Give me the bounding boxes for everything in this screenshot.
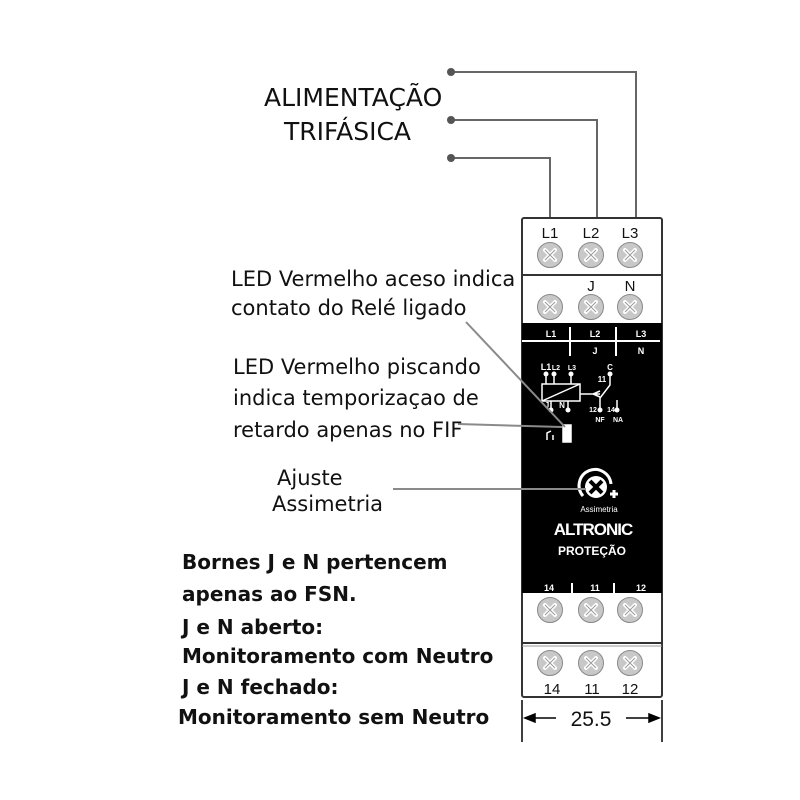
wire-dot (447, 154, 455, 162)
schematic-label: 11 (598, 375, 607, 384)
screw-terminal-icon (576, 292, 606, 322)
terminal-label-l1: L1 (542, 225, 559, 242)
dimension-line (521, 700, 663, 742)
brand-subtitle: PROTEÇÃO (558, 543, 626, 558)
schematic-label: L1 (541, 362, 552, 372)
strip-label-l2: L2 (590, 329, 601, 339)
schematic-label: L3 (568, 365, 576, 372)
bornes-note-line4: Monitoramento com Neutro (182, 644, 493, 668)
strip-label-14: 14 (544, 583, 554, 593)
terminal-label-14: 14 (544, 681, 561, 698)
wire-dot (447, 68, 455, 76)
terminal-label-11: 11 (584, 681, 600, 698)
strip-label-12: 12 (636, 583, 646, 593)
schematic-label: NA (613, 417, 623, 424)
wire-dot (447, 116, 455, 124)
terminal-label-l3: L3 (622, 225, 639, 242)
led-on-note-line2: contato do Relé ligado (231, 296, 466, 320)
led-blink-note-line3: retardo apenas no FIF (233, 418, 462, 442)
bornes-note-line5: J e N fechado: (180, 675, 339, 699)
terminal-label-j: J (587, 278, 595, 295)
brand-name: ALTRONIC (554, 520, 633, 539)
screw-terminal-icon (535, 292, 565, 322)
leader-lines (393, 321, 586, 490)
supply-wires (451, 71, 637, 218)
screw-terminal-icon (615, 240, 645, 270)
led-blink-note-line1: LED Vermelho piscando (233, 355, 481, 379)
schematic-label: NF (595, 417, 605, 424)
screw-terminal-icon (535, 648, 565, 678)
adjust-note-line2: Assimetria (272, 492, 383, 516)
screw-terminal-icon (535, 595, 565, 625)
adjust-note-line1: Ajuste (277, 466, 343, 490)
screw-terminal-icon (576, 240, 606, 270)
schematic-label: L2 (552, 365, 560, 372)
strip-label-l1: L1 (546, 329, 557, 339)
screw-terminal-icon (615, 595, 645, 625)
bornes-note-line6: Monitoramento sem Neutro (178, 705, 489, 729)
strip-label-n: N (638, 346, 645, 356)
strip-label-l3: L3 (636, 329, 647, 339)
strip-label-j: J (592, 346, 597, 356)
led-blink-note-line2: indica temporizaçao de (233, 386, 479, 410)
screw-terminal-icon (535, 240, 565, 270)
knob-label: Assimetria (580, 505, 618, 514)
terminal-label-12: 12 (622, 681, 639, 698)
terminal-label-n: N (625, 278, 636, 295)
led-on-note-line1: LED Vermelho aceso indica (231, 267, 515, 291)
screw-terminal-icon (615, 292, 645, 322)
schematic-label: C (607, 363, 613, 372)
supply-label-line1: ALIMENTAÇÃO (264, 82, 442, 112)
supply-label-line2: TRIFÁSICA (283, 117, 411, 146)
schematic-label: N (559, 401, 565, 410)
width-dimension: 25.5 (571, 708, 612, 731)
relay-device (521, 217, 663, 698)
relay-schematic (541, 374, 618, 443)
schematic-label: 14 (607, 407, 615, 414)
bornes-note-line3: J e N aberto: (180, 615, 323, 639)
bornes-note-line2: apenas ao FSN. (182, 582, 357, 606)
strip-label-11: 11 (590, 583, 600, 593)
schematic-label: J (545, 401, 549, 410)
terminal-label-l2: L2 (583, 225, 600, 242)
screw-terminal-icon (576, 648, 606, 678)
bornes-note-line1: Bornes J e N pertencem (182, 550, 448, 574)
schematic-label: 12 (589, 407, 597, 414)
screw-terminal-icon (615, 648, 645, 678)
screw-terminal-icon (576, 595, 606, 625)
